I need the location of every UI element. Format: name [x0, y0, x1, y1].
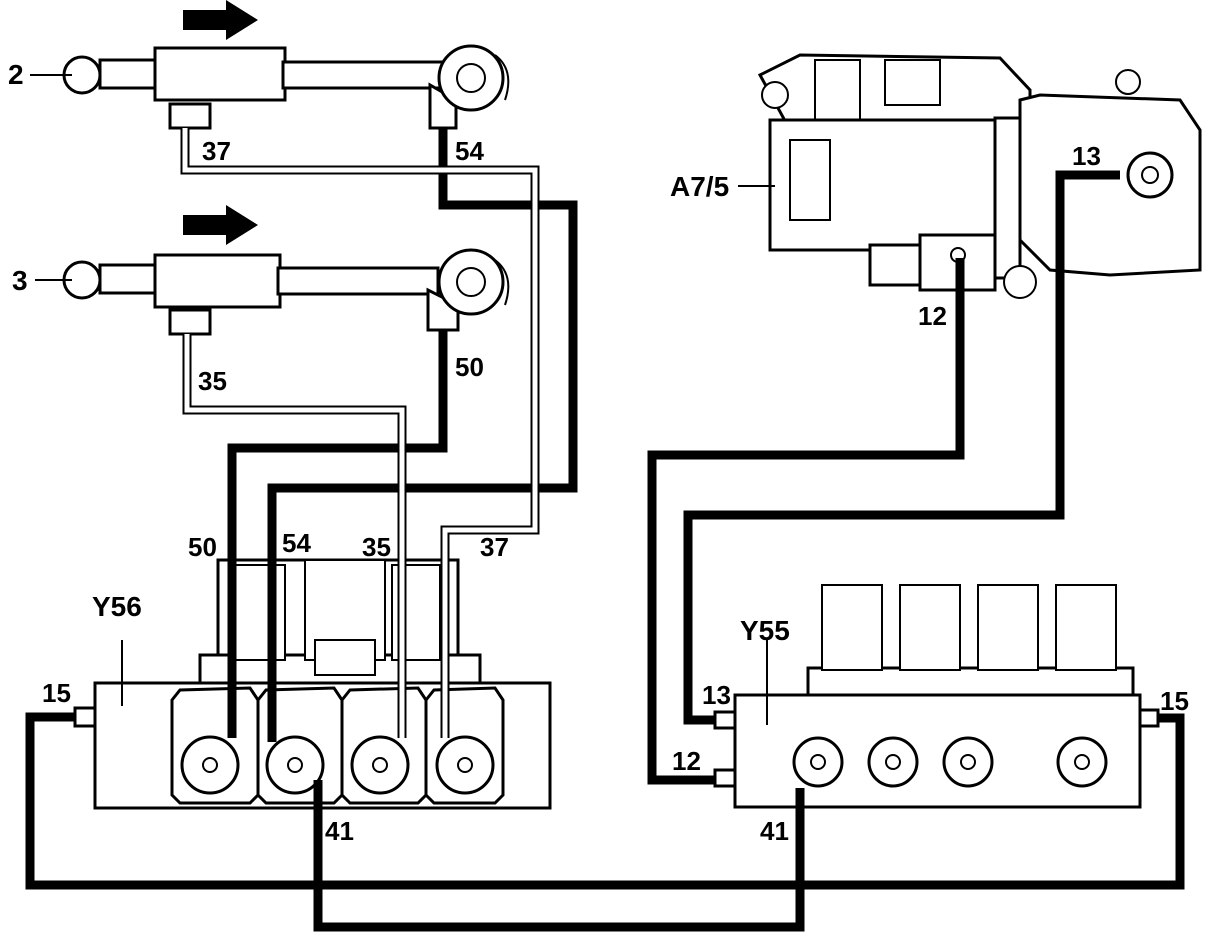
label-line-37-top: 37 [202, 136, 231, 166]
label-y55-port-12: 12 [672, 746, 701, 776]
label-port-35: 35 [362, 532, 391, 562]
cylinder-2 [30, 44, 510, 130]
label-line-54-top: 54 [455, 136, 484, 166]
label-cylinder-2: 2 [8, 59, 24, 90]
direction-arrow-top [183, 0, 258, 40]
a7-5-unit [757, 53, 1202, 299]
label-cylinder-3: 3 [12, 265, 28, 296]
label-line-50-mid: 50 [455, 352, 484, 382]
label-y56-port-15: 15 [42, 678, 71, 708]
label-y56: Y56 [92, 591, 142, 622]
label-a75-port-12: 12 [918, 301, 947, 331]
label-y55-port-15: 15 [1160, 686, 1189, 716]
label-y55: Y55 [740, 615, 790, 646]
double-lines [180, 128, 540, 738]
y55-valve-block [713, 584, 1160, 809]
label-port-37: 37 [480, 532, 509, 562]
cylinder-3 [35, 248, 510, 336]
direction-arrow-mid [183, 205, 258, 245]
thick-lines [25, 128, 1185, 932]
label-port-50: 50 [188, 532, 217, 562]
y56-valve-block [73, 558, 552, 810]
label-a75-port-13: 13 [1072, 141, 1101, 171]
label-port-54: 54 [282, 528, 311, 558]
label-y55-port-41: 41 [760, 816, 789, 846]
label-y56-port-41: 41 [325, 816, 354, 846]
label-line-35-mid: 35 [198, 366, 227, 396]
label-y55-port-13: 13 [702, 680, 731, 710]
label-a7-5: A7/5 [670, 171, 729, 202]
